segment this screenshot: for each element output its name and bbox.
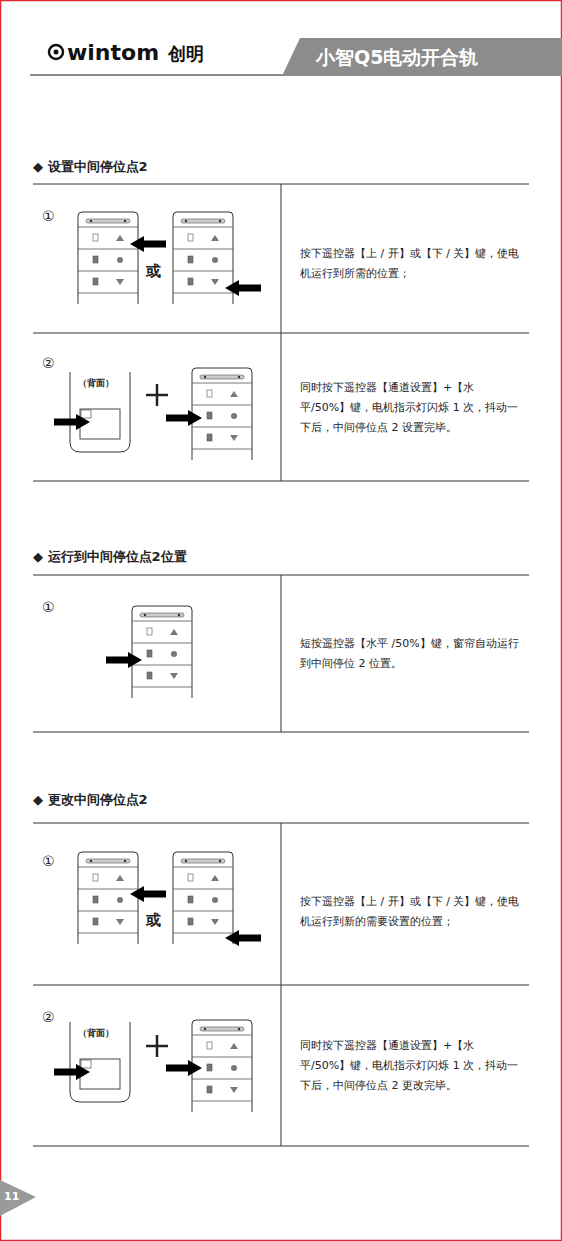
back-label: （背面） [78, 377, 114, 389]
instruction-text: 按下遥控器【上 / 开】或【下 / 关】键，使电机运行到所需的位置； [300, 244, 522, 284]
or-label: 或 [146, 911, 161, 929]
logo-text: 创明 [168, 42, 204, 66]
remote-illustrations [33, 184, 529, 1146]
step-number: ① [42, 208, 55, 224]
back-label: （背面） [78, 1027, 114, 1039]
page-number: 11 [4, 1189, 19, 1205]
logo-text: wintom [67, 40, 159, 66]
section-heading: ◆ 设置中间停位点2 [33, 158, 148, 176]
instruction-text: 短按遥控器【水平 /50%】键，窗帘自动运行到中间停位 2 位置。 [300, 634, 522, 674]
header-title: 小智Q5电动开合轨 [316, 44, 478, 70]
step-number: ① [42, 853, 55, 869]
instruction-text: 同时按下遥控器【通道设置】+【水平/50%】键，电机指示灯闪烁 1 次，抖动一下… [300, 378, 522, 438]
instruction-text: 按下遥控器【上 / 开】或【下 / 关】键，使电机运行到新的需要设置的位置； [300, 892, 522, 932]
step-number: ② [42, 355, 55, 371]
instruction-text: 同时按下遥控器【通道设置】+【水平/50%】键，电机指示灯闪烁 1 次，抖动一下… [300, 1036, 522, 1096]
section-heading: ◆ 运行到中间停位点2位置 [33, 548, 187, 566]
step-number: ② [42, 1009, 55, 1025]
step-number: ① [42, 599, 55, 615]
section-heading: ◆ 更改中间停位点2 [33, 791, 148, 809]
or-label: 或 [146, 262, 161, 280]
